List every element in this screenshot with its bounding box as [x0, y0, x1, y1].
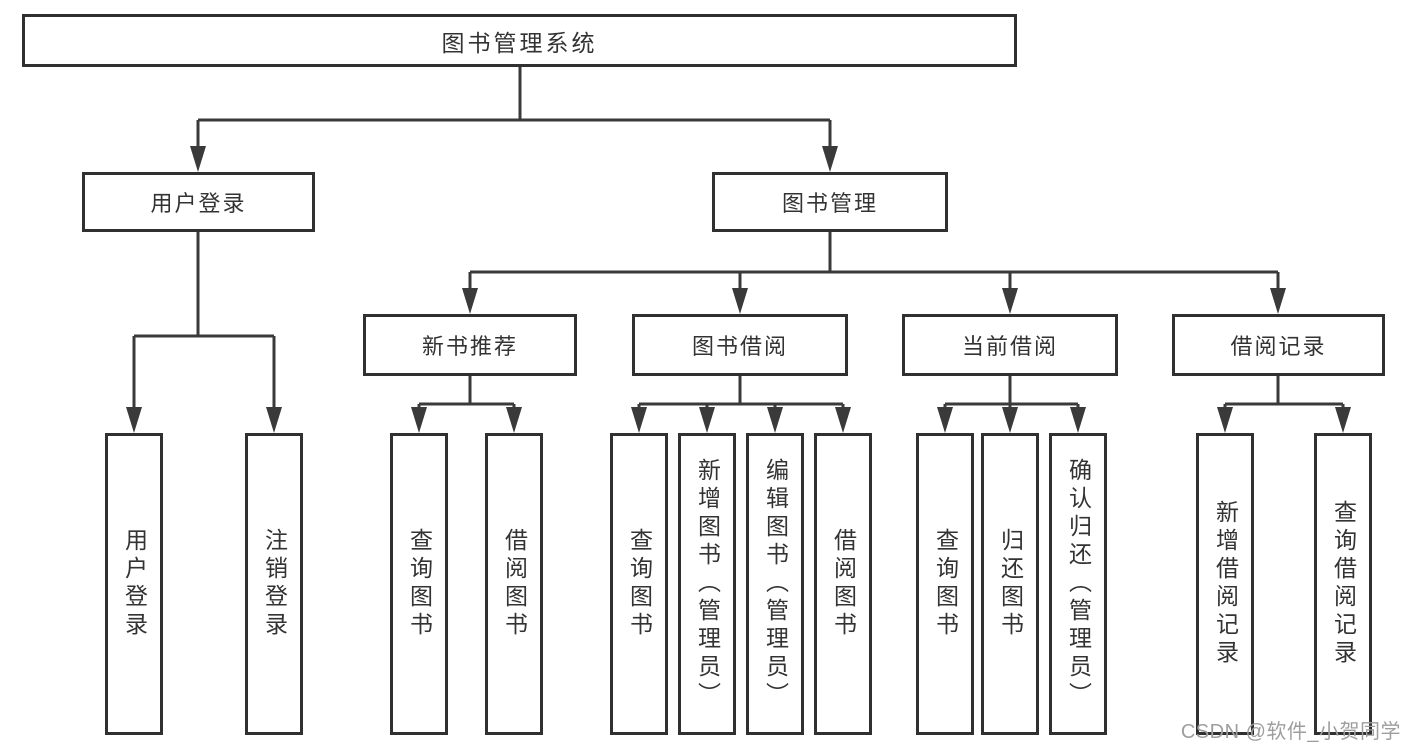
leaf-add-borrow-record-label: 新增借阅记录	[1212, 500, 1239, 668]
leaf-borrow-books-recommend: 借阅图书	[485, 433, 543, 735]
leaf-user-login: 用户登录	[105, 433, 163, 735]
leaf-edit-books-admin-label: 编辑图书（管理员）	[762, 458, 789, 710]
node-current-borrowing-label: 当前借阅	[961, 334, 1058, 359]
leaf-add-books-admin: 新增图书（管理员）	[678, 433, 736, 735]
leaf-borrow-books-recommend-label: 借阅图书	[501, 528, 528, 640]
node-borrowing-records: 借阅记录	[1172, 314, 1385, 376]
leaf-confirm-return-admin-label: 确认归还（管理员）	[1065, 458, 1092, 710]
arrowheads	[126, 146, 1351, 433]
node-user-login-label: 用户登录	[150, 191, 247, 216]
leaf-return-books: 归还图书	[981, 433, 1039, 735]
node-book-borrowing-label: 图书借阅	[691, 334, 788, 359]
node-new-book-recommendation: 新书推荐	[363, 314, 577, 376]
leaf-add-books-admin-label: 新增图书（管理员）	[694, 458, 721, 710]
leaf-logout: 注销登录	[245, 433, 303, 735]
node-borrowing-records-label: 借阅记录	[1230, 334, 1327, 359]
leaf-query-books-borrowing: 查询图书	[610, 433, 668, 735]
leaf-query-books-recommend: 查询图书	[390, 433, 448, 735]
node-book-borrowing: 图书借阅	[632, 314, 848, 376]
csdn-watermark: CSDN @软件_小贺同学	[1180, 721, 1401, 743]
node-library-management-system-label: 图书管理系统	[441, 29, 598, 56]
node-book-management: 图书管理	[712, 172, 948, 232]
leaf-query-borrow-record-label: 查询借阅记录	[1330, 500, 1357, 668]
leaf-confirm-return-admin: 确认归还（管理员）	[1049, 433, 1107, 735]
leaf-edit-books-admin: 编辑图书（管理员）	[746, 433, 804, 735]
leaf-query-books-current: 查询图书	[916, 433, 974, 735]
node-library-management-system: 图书管理系统	[22, 14, 1017, 67]
node-new-book-recommendation-label: 新书推荐	[421, 334, 518, 359]
leaf-query-books-current-label: 查询图书	[932, 528, 959, 640]
node-user-login: 用户登录	[82, 172, 315, 232]
leaf-add-borrow-record: 新增借阅记录	[1196, 433, 1254, 735]
leaf-borrow-books-borrowing-label: 借阅图书	[830, 528, 857, 640]
leaf-user-login-label: 用户登录	[121, 528, 148, 640]
leaf-return-books-label: 归还图书	[997, 528, 1024, 640]
leaf-borrow-books-borrowing: 借阅图书	[814, 433, 872, 735]
leaf-query-borrow-record: 查询借阅记录	[1314, 433, 1372, 735]
leaf-query-books-borrowing-label: 查询图书	[626, 528, 653, 640]
leaf-query-books-recommend-label: 查询图书	[406, 528, 433, 640]
node-book-management-label: 图书管理	[781, 191, 878, 216]
node-current-borrowing: 当前借阅	[902, 314, 1118, 376]
leaf-logout-label: 注销登录	[261, 528, 288, 640]
